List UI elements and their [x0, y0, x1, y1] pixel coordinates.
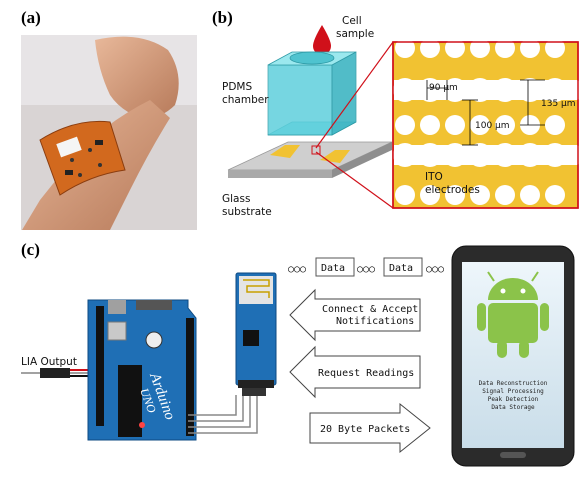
phone-line-4: Data Storage [491, 404, 535, 411]
android-phone: Data Reconstruction Signal Processing Pe… [451, 245, 575, 467]
packet-box-2 [383, 257, 423, 277]
fist-illustration [95, 36, 179, 119]
phone-line-1: Data Reconstruction [479, 380, 548, 387]
arrow-request: Request Readings [289, 345, 421, 399]
ble-module [235, 272, 277, 396]
dim-90-label: 90 μm [429, 83, 458, 93]
android-logo-icon [477, 271, 549, 358]
arrow-connect-line2: Notifications [336, 316, 414, 327]
blood-drop-icon [313, 25, 331, 55]
flexible-sensor-board [39, 120, 126, 196]
pdms-label-1: PDMS [222, 81, 252, 93]
arrow-packets: 20 Byte Packets [309, 402, 431, 454]
packet-label-1: Data [321, 263, 345, 274]
panel-a-label: (a) [21, 8, 41, 27]
panel-c-label: (c) [21, 240, 40, 259]
ito-label-2: electrodes [425, 184, 480, 196]
pdms-label-2: chamber [222, 94, 269, 106]
packet-label-2: Data [389, 263, 413, 274]
atmega-chip [118, 365, 142, 437]
ellipsis-3: ○○○ [426, 264, 444, 275]
cell-sample-label-1: Cell [342, 15, 362, 27]
antenna-icon [243, 279, 270, 298]
packet-box-1 [315, 257, 355, 277]
lia-output-label: LIA Output [21, 356, 77, 368]
ellipsis-1: ○○○ [288, 264, 306, 275]
glass-label-1: Glass [222, 193, 250, 205]
ito-label-1: ITO [425, 171, 443, 183]
phone-line-2: Signal Processing [482, 388, 544, 395]
phone-line-3: Peak Detection [488, 396, 539, 403]
wrist-photo [21, 35, 197, 230]
cell-sample-label-2: sample [336, 28, 374, 40]
ellipsis-2: ○○○ [357, 264, 375, 275]
pdms-chamber [267, 64, 333, 136]
glass-label-2: substrate [222, 206, 272, 218]
arduino-board: Arduino UNO [87, 299, 197, 441]
sensor-diagram: Cell sample PDMS chamber Glass substrate [222, 15, 585, 218]
panel-b-label: (b) [212, 8, 233, 27]
dim-135-label: 135 μm [541, 99, 576, 109]
dim-100-label: 100 μm [475, 121, 510, 131]
arrow-connect-line1: Connect & Accept [322, 304, 418, 315]
packet-row: ○○○ Data ○○○ Data ○○○ [288, 257, 444, 277]
arrow-request-label: Request Readings [318, 368, 414, 379]
arrow-connect: Connect & Accept Notifications [289, 288, 421, 342]
arrow-packets-label: 20 Byte Packets [320, 424, 410, 435]
